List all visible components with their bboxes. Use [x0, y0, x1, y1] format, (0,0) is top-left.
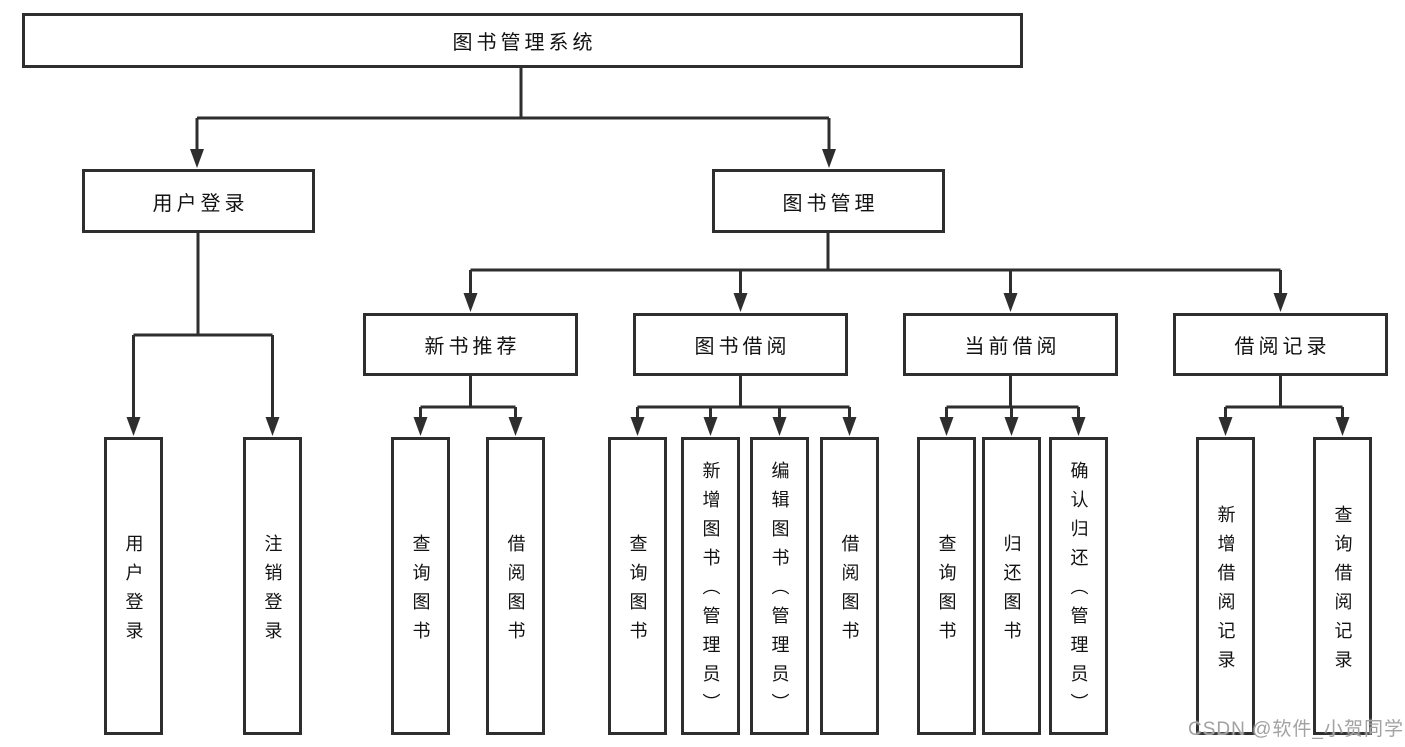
- leaf-label: 借阅图书: [839, 533, 860, 650]
- node-book-borrow: 图书借阅: [633, 313, 848, 376]
- node-current-borrow: 当前借阅: [903, 313, 1118, 376]
- leaf-logout: 注销登录: [243, 437, 302, 735]
- arrowhead: [772, 417, 787, 436]
- leaf-bb-query-books: 查询图书: [608, 437, 667, 735]
- arrowhead: [822, 149, 836, 168]
- connector-book-borrow-to-leaves: [636, 376, 851, 419]
- leaf-label: 查询图书: [410, 533, 431, 650]
- leaf-user-login: 用户登录: [104, 437, 163, 735]
- arrowhead: [842, 417, 857, 436]
- csdn-watermark: CSDN @软件_小贺同学: [1188, 719, 1404, 740]
- arrowhead: [1071, 417, 1086, 436]
- leaf-label: 查询图书: [936, 533, 957, 650]
- connector-new-book-recommend-to-leaves: [419, 376, 517, 419]
- leaf-cb-query-books: 查询图书: [917, 437, 976, 735]
- leaf-bb-edit-books-admin: 编辑图书（管理员）: [750, 437, 809, 735]
- node-root-library-management-system: 图书管理系统: [22, 13, 1023, 68]
- connector-current-borrow-to-leaves: [945, 376, 1080, 419]
- arrowhead: [733, 293, 748, 312]
- arrowhead: [1004, 417, 1019, 436]
- arrowhead: [1335, 417, 1350, 436]
- connector-borrow-records-to-leaves: [1224, 376, 1344, 419]
- arrowhead: [190, 149, 204, 168]
- leaf-cb-return-books: 归还图书: [982, 437, 1041, 735]
- leaf-label: 用户登录: [123, 533, 144, 650]
- leaf-cb-confirm-return-admin: 确认归还（管理员）: [1049, 437, 1108, 735]
- leaf-bb-add-books-admin: 新增图书（管理员）: [681, 437, 740, 735]
- leaf-label: 归还图书: [1001, 533, 1022, 650]
- connector-root-to-level2: [195, 68, 831, 151]
- arrowhead: [413, 417, 428, 436]
- arrowhead: [1273, 293, 1288, 312]
- node-new-book-recommend: 新书推荐: [363, 313, 578, 376]
- leaf-bb-borrow-books: 借阅图书: [820, 437, 879, 735]
- connector-user-login-to-leaves: [132, 233, 274, 419]
- arrowhead: [1003, 293, 1018, 312]
- arrowhead: [508, 417, 523, 436]
- leaf-nb-borrow-books: 借阅图书: [486, 437, 545, 735]
- arrowhead: [703, 417, 718, 436]
- arrowhead: [939, 417, 954, 436]
- node-book-management: 图书管理: [712, 169, 945, 233]
- node-borrow-records: 借阅记录: [1173, 313, 1388, 376]
- node-user-login: 用户登录: [82, 169, 315, 233]
- arrowhead: [1218, 417, 1233, 436]
- leaf-nb-query-books: 查询图书: [391, 437, 450, 735]
- leaf-label: 新增借阅记录: [1215, 504, 1236, 679]
- leaf-label: 新增图书（管理员）: [700, 461, 721, 722]
- leaf-label: 编辑图书（管理员）: [769, 461, 790, 722]
- leaf-br-query-borrow-record: 查询借阅记录: [1313, 437, 1372, 735]
- leaf-br-add-borrow-record: 新增借阅记录: [1196, 437, 1255, 735]
- leaf-label: 查询图书: [627, 533, 648, 650]
- arrowhead: [630, 417, 645, 436]
- arrowhead: [126, 417, 141, 436]
- leaf-label: 查询借阅记录: [1332, 504, 1353, 679]
- arrowhead: [463, 293, 478, 312]
- connector-book-management-to-level3: [469, 233, 1282, 294]
- arrowhead: [265, 417, 280, 436]
- leaf-label: 注销登录: [262, 533, 283, 650]
- leaf-label: 借阅图书: [505, 533, 526, 650]
- leaf-label: 确认归还（管理员）: [1068, 461, 1089, 722]
